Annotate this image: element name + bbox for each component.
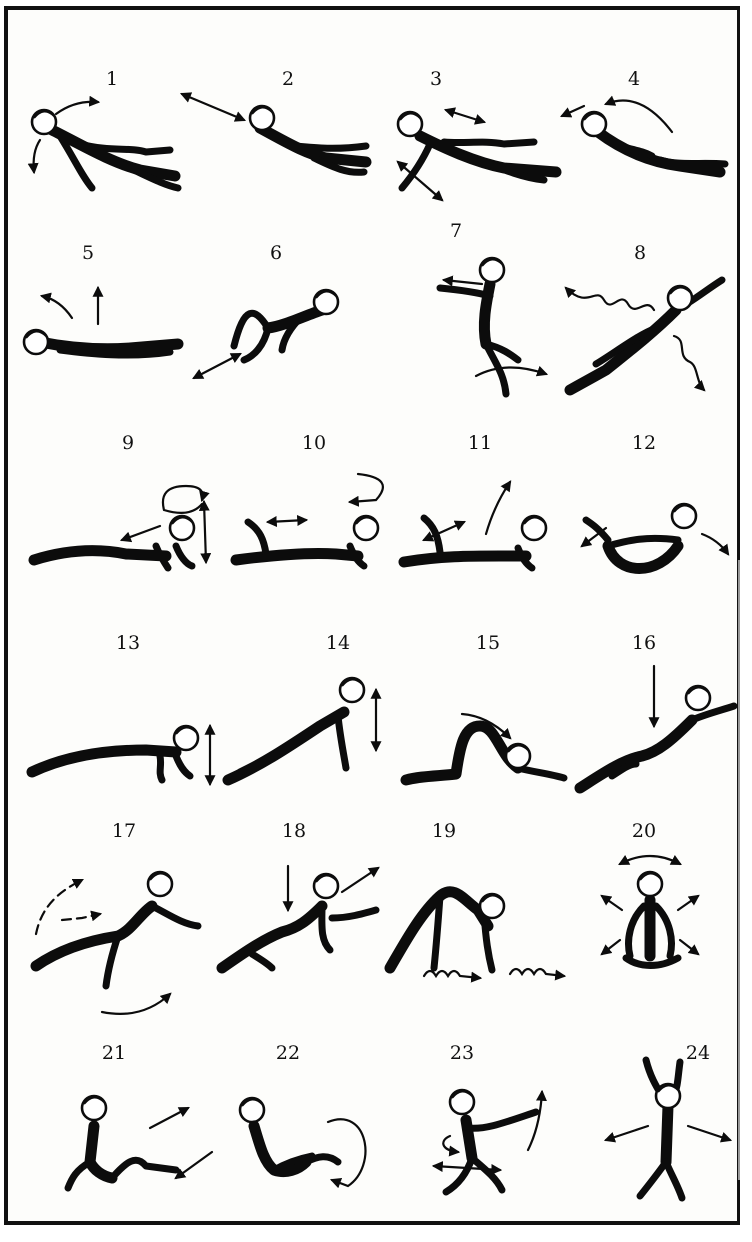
exercise-2-figure <box>196 92 380 242</box>
exercise-16-figure <box>572 656 752 806</box>
exercise-19-figure <box>384 844 568 994</box>
exercise-number: 22 <box>196 1042 380 1064</box>
exercise-19: 19 <box>384 820 568 1020</box>
exercise-22-figure <box>228 1066 412 1216</box>
exercise-18: 18 <box>212 820 396 1020</box>
exercise-20-figure <box>560 844 744 994</box>
exercise-number: 3 <box>344 68 528 90</box>
exercise-2: 2 <box>196 68 380 268</box>
exercise-1-figure <box>20 92 204 242</box>
exercise-13: 13 <box>26 632 210 832</box>
exercise-20: 20 <box>560 820 744 1020</box>
exercise-number: 4 <box>542 68 726 90</box>
exercise-11-figure <box>400 456 584 606</box>
exercise-6-figure <box>184 266 368 416</box>
exercise-number: 17 <box>32 820 216 842</box>
exercise-6: 6 <box>184 242 368 442</box>
exercise-15-figure <box>400 656 584 806</box>
exercise-number: 1 <box>20 68 204 90</box>
exercise-14: 14 <box>220 632 404 832</box>
exercise-23: 23 <box>426 1042 610 1242</box>
exercise-14-figure <box>220 656 404 806</box>
exercise-number: 5 <box>0 242 180 264</box>
exercise-number: 23 <box>370 1042 554 1064</box>
exercise-11: 11 <box>400 432 584 632</box>
exercise-17: 17 <box>22 820 206 1020</box>
exercise-number: 9 <box>36 432 220 454</box>
exercise-number: 12 <box>552 432 736 454</box>
exercise-8-figure <box>556 266 740 416</box>
exercise-24: 24 <box>586 1042 752 1242</box>
exercise-number: 21 <box>22 1042 206 1064</box>
exercise-10: 10 <box>226 432 410 632</box>
exercise-21: 21 <box>36 1042 220 1242</box>
exercise-number: 10 <box>222 432 406 454</box>
exercise-12-figure <box>568 456 752 606</box>
exercise-12: 12 <box>568 432 752 632</box>
exercise-22: 22 <box>228 1042 412 1242</box>
exercise-23-figure <box>426 1066 610 1216</box>
exercise-number: 19 <box>352 820 536 842</box>
exercise-number: 7 <box>364 220 548 242</box>
exercise-13-figure <box>26 656 210 806</box>
exercise-16: 16 <box>572 632 752 832</box>
exercise-24-figure <box>586 1066 752 1216</box>
exercise-21-figure <box>36 1066 220 1216</box>
exercise-1: 1 <box>20 68 204 268</box>
exercise-5-figure <box>20 266 204 416</box>
exercise-number: 20 <box>552 820 736 842</box>
exercise-17-figure <box>22 844 206 994</box>
exercise-15: 15 <box>400 632 584 832</box>
exercise-9-figure <box>26 456 210 606</box>
exercise-10-figure <box>226 456 410 606</box>
exercise-number: 11 <box>388 432 572 454</box>
exercise-number: 16 <box>552 632 736 654</box>
exercise-5: 5 <box>20 242 204 442</box>
exercise-number: 8 <box>548 242 732 264</box>
exercise-9: 9 <box>26 432 210 632</box>
exercise-18-figure <box>212 844 396 994</box>
exercise-number: 6 <box>184 242 368 264</box>
exercise-8: 8 <box>556 242 740 442</box>
exercise-number: 13 <box>36 632 220 654</box>
